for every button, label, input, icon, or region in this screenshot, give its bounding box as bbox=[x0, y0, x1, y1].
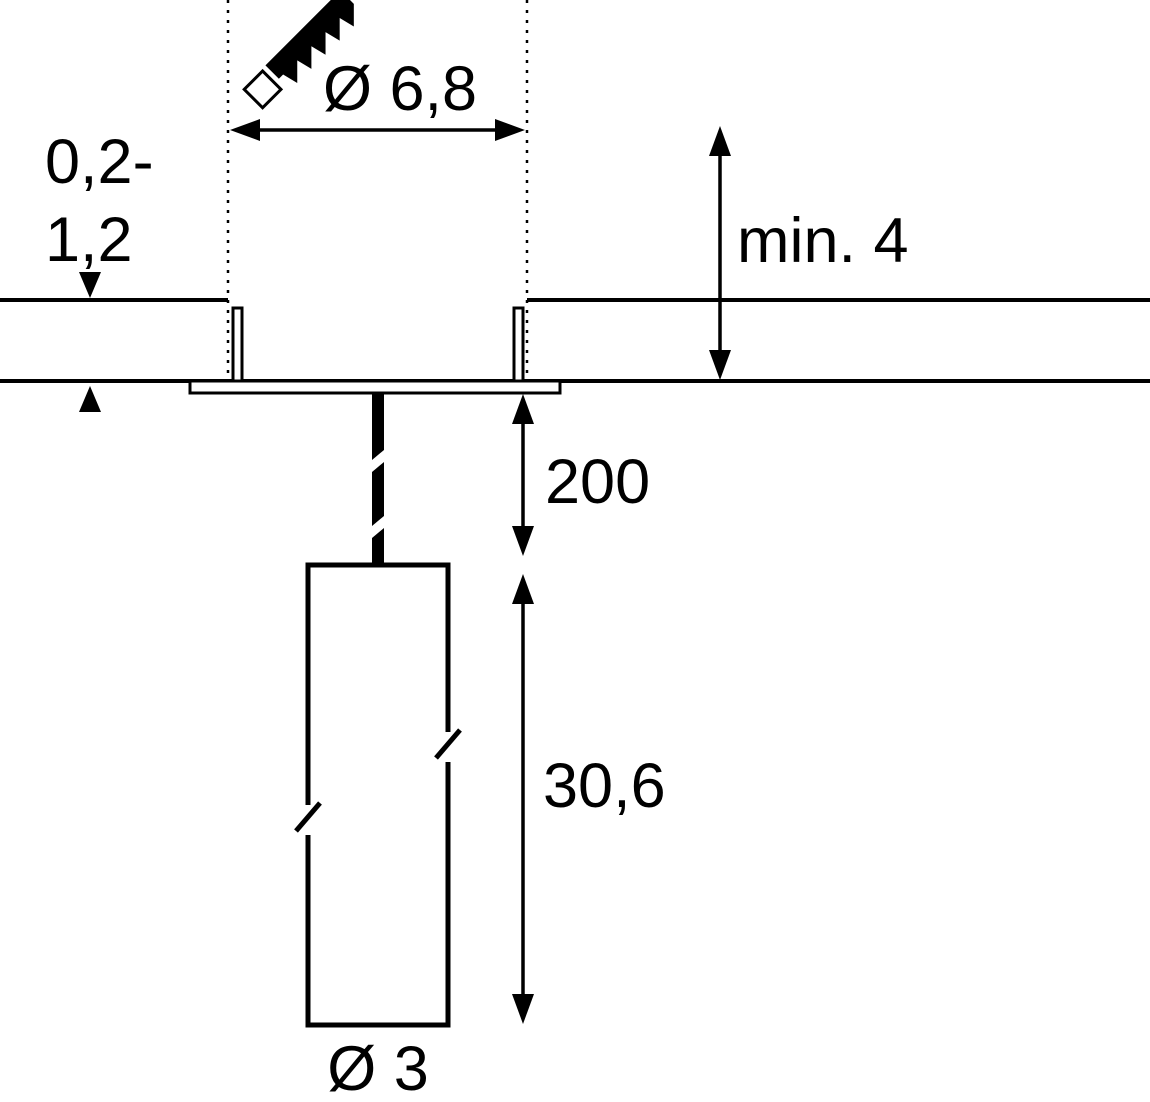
arrowhead-down-306 bbox=[512, 994, 534, 1024]
arrowhead-left bbox=[230, 119, 260, 141]
min-clearance-label: min. 4 bbox=[737, 206, 909, 276]
body-diameter-label: Ø 3 bbox=[327, 1034, 429, 1102]
suspension-rod-middle bbox=[372, 462, 384, 526]
drill-tip-diamond bbox=[242, 68, 284, 110]
trim-plate bbox=[188, 379, 562, 395]
body-break-slash-right bbox=[434, 728, 462, 760]
drill-body bbox=[265, 0, 354, 84]
arrowhead-down-min bbox=[709, 350, 731, 380]
arrowhead-up-ceiling-bottom bbox=[79, 386, 101, 412]
arrowhead-up-min bbox=[709, 126, 731, 156]
body-break-slash-left bbox=[294, 801, 322, 833]
suspension-rod-top bbox=[372, 393, 384, 460]
arrowhead-up-306 bbox=[512, 574, 534, 604]
ceiling-thickness-label-line2: 1,2 bbox=[45, 205, 133, 275]
mounting-clip-right bbox=[512, 306, 525, 385]
arrowhead-up-200 bbox=[512, 394, 534, 424]
luminaire-body bbox=[305, 562, 451, 1028]
drill-bit-icon bbox=[242, 0, 354, 110]
arrowhead-down-200 bbox=[512, 526, 534, 556]
suspension-rod-bottom bbox=[372, 528, 384, 566]
ceiling-thickness-label-line1: 0,2- bbox=[45, 127, 154, 197]
body-length-label: 30,6 bbox=[543, 751, 666, 821]
arrowhead-right bbox=[495, 119, 525, 141]
mounting-clip-left bbox=[231, 306, 244, 385]
suspension-length-label: 200 bbox=[545, 447, 650, 517]
arrowhead-down-ceiling-top bbox=[79, 272, 101, 298]
hole-diameter-label: Ø 6,8 bbox=[323, 54, 477, 124]
